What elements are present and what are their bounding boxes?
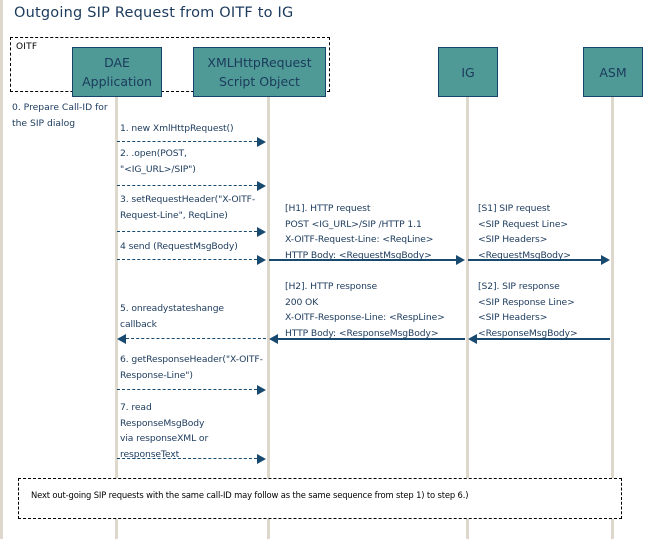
lifeline-asm [611,97,614,539]
actor-box-ig[interactable]: IG [438,47,498,97]
message-label-m4: 4 send (RequestMsgBody) [120,241,238,252]
message-arrow-head-s1 [601,255,610,265]
oitf-frame-label: OITF [16,42,38,52]
message-arrow-line-m5 [126,338,266,339]
actor-label-dae-line2: Application [82,74,152,89]
actor-box-asm[interactable]: ASM [583,47,643,97]
message-arrow-head-m5 [117,334,126,344]
lifeline-ig [466,97,469,539]
message-label-m1: 1. new XmlHttpRequest() [120,123,234,134]
actor-label-asm-line1: ASM [599,64,627,80]
message-label-h2: [H2]. HTTP response 200 OK X-OITF-Respon… [285,281,445,339]
message-arrow-head-h1 [456,255,465,265]
message-label-m3: 3. setRequestHeader("X-OITF- Request-Lin… [120,194,256,221]
oitf-boundary-frame [10,37,330,92]
message-arrow-head-m2 [257,181,266,191]
page-title: Outgoing SIP Request from OITF to IG [14,5,294,21]
lifeline-dae [115,97,118,539]
lifeline-xhr [267,97,270,539]
message-label-m5: 5. onreadystateshange callback [120,303,224,330]
message-label-m2: 2. .open(POST, "<IG_URL>/SIP") [120,148,196,175]
page-left-edge-rule [0,0,3,539]
message-arrow-line-h2 [278,338,465,340]
message-arrow-head-m6 [257,385,266,395]
note-step0: 0. Prepare Call-ID for the SIP dialog [12,102,108,129]
message-arrow-line-s1 [468,259,601,261]
message-label-m6: 6. getResponseHeader("X-OITF- Response-L… [120,354,263,381]
message-arrow-line-m3 [117,231,257,232]
message-label-h1: [H1]. HTTP request POST <IG_URL>/SIP /HT… [285,203,434,261]
actor-label-xhr-line1: XMLHttpRequest [207,55,312,70]
message-arrow-line-m4 [117,259,257,260]
message-arrow-head-m4 [257,255,266,265]
message-arrow-head-h2 [269,334,278,344]
message-arrow-line-h1 [269,259,456,261]
message-arrow-line-m2 [117,185,257,186]
message-label-s1: [S1] SIP request <SIP Request Line> <SIP… [478,203,571,261]
message-arrow-line-m7 [117,458,257,459]
bottom-note-text: Next out-going SIP requests with the sam… [31,490,469,500]
actor-label-dae-line1: DAE [104,55,130,70]
message-arrow-head-m1 [257,137,266,147]
message-arrow-line-m1 [117,141,257,142]
actor-label-ig-line1: IG [461,64,475,80]
bottom-note-box: Next out-going SIP requests with the sam… [18,478,622,519]
message-label-s2: [S2]. SIP response <SIP Response Line> <… [478,281,578,339]
actor-box-dae[interactable]: DAE Application [72,47,162,97]
message-arrow-line-s2 [477,338,610,340]
message-arrow-head-m7 [257,454,266,464]
message-arrow-head-m3 [257,227,266,237]
message-label-m7: 7. read ResponseMsgBody via responseXML … [120,402,209,460]
message-arrow-line-m6 [117,389,257,390]
message-arrow-head-s2 [468,334,477,344]
actor-label-xhr-line2: Script Object [219,74,300,89]
